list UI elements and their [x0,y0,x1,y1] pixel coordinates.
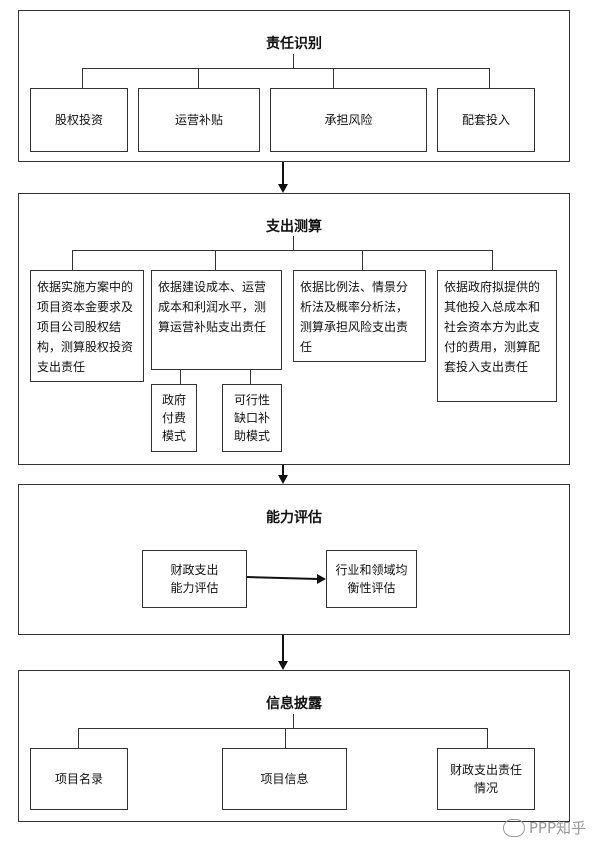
watermark: PPP知乎 [502,817,586,838]
wechat-icon [502,818,525,837]
connector-line [78,728,79,748]
connector-line [72,250,73,270]
node-fiscal-capacity-assessment: 财政支出能力评估 [142,550,247,608]
connector-line [293,714,294,728]
section-title: 支出测算 [266,219,322,235]
connector-line [489,68,490,88]
node-government-payment-mode: 政府付费模式 [151,384,197,452]
section-capacity-assessment: 能力评估 [18,484,570,635]
connector-line [293,236,294,250]
node-fiscal-responsibility-status: 财政支出责任情况 [437,748,535,810]
node-equity-estimation: 依据实施方案中的项目资本金要求及项目公司股权结构，测算股权投资支出责任 [30,270,144,382]
connector-line [215,250,216,270]
connector-line [285,728,286,748]
connector-line [82,68,83,88]
connector-line [82,68,489,69]
section-title: 信息披露 [266,696,322,712]
node-risk-bearing: 承担风险 [270,88,427,152]
node-project-information: 项目信息 [222,748,347,810]
connector-line [250,370,251,384]
section-title: 责任识别 [266,36,322,52]
node-sector-balance-assessment: 行业和领域均衡性评估 [326,550,417,608]
connector-line [180,370,181,384]
watermark-text: PPP知乎 [528,819,586,837]
node-risk-estimation: 依据比例法、情景分析法及概率分析法，测算承担风险支出责任 [293,270,426,362]
connector-line [293,54,294,68]
node-project-list: 项目名录 [30,748,128,810]
node-viability-gap-funding-mode: 可行性缺口补助模式 [222,384,282,452]
connector-line [492,250,493,270]
connector-line [78,728,487,729]
node-subsidy-estimation: 依据建设成本、运营成本和利润水平，测算运营补贴支出责任 [151,270,282,370]
connector-line [362,250,363,270]
section-title: 能力评估 [266,510,322,526]
node-supporting-input: 配套投入 [437,88,535,152]
connector-line [198,68,199,88]
node-operating-subsidy: 运营补贴 [138,88,260,152]
node-equity-investment: 股权投资 [30,88,128,152]
connector-line [333,68,334,88]
connector-line [487,728,488,748]
connector-line [72,250,492,251]
node-supporting-estimation: 依据政府拟提供的其他投入总成本和社会资本方为此支付的费用，测算配套投入支出责任 [437,270,557,402]
